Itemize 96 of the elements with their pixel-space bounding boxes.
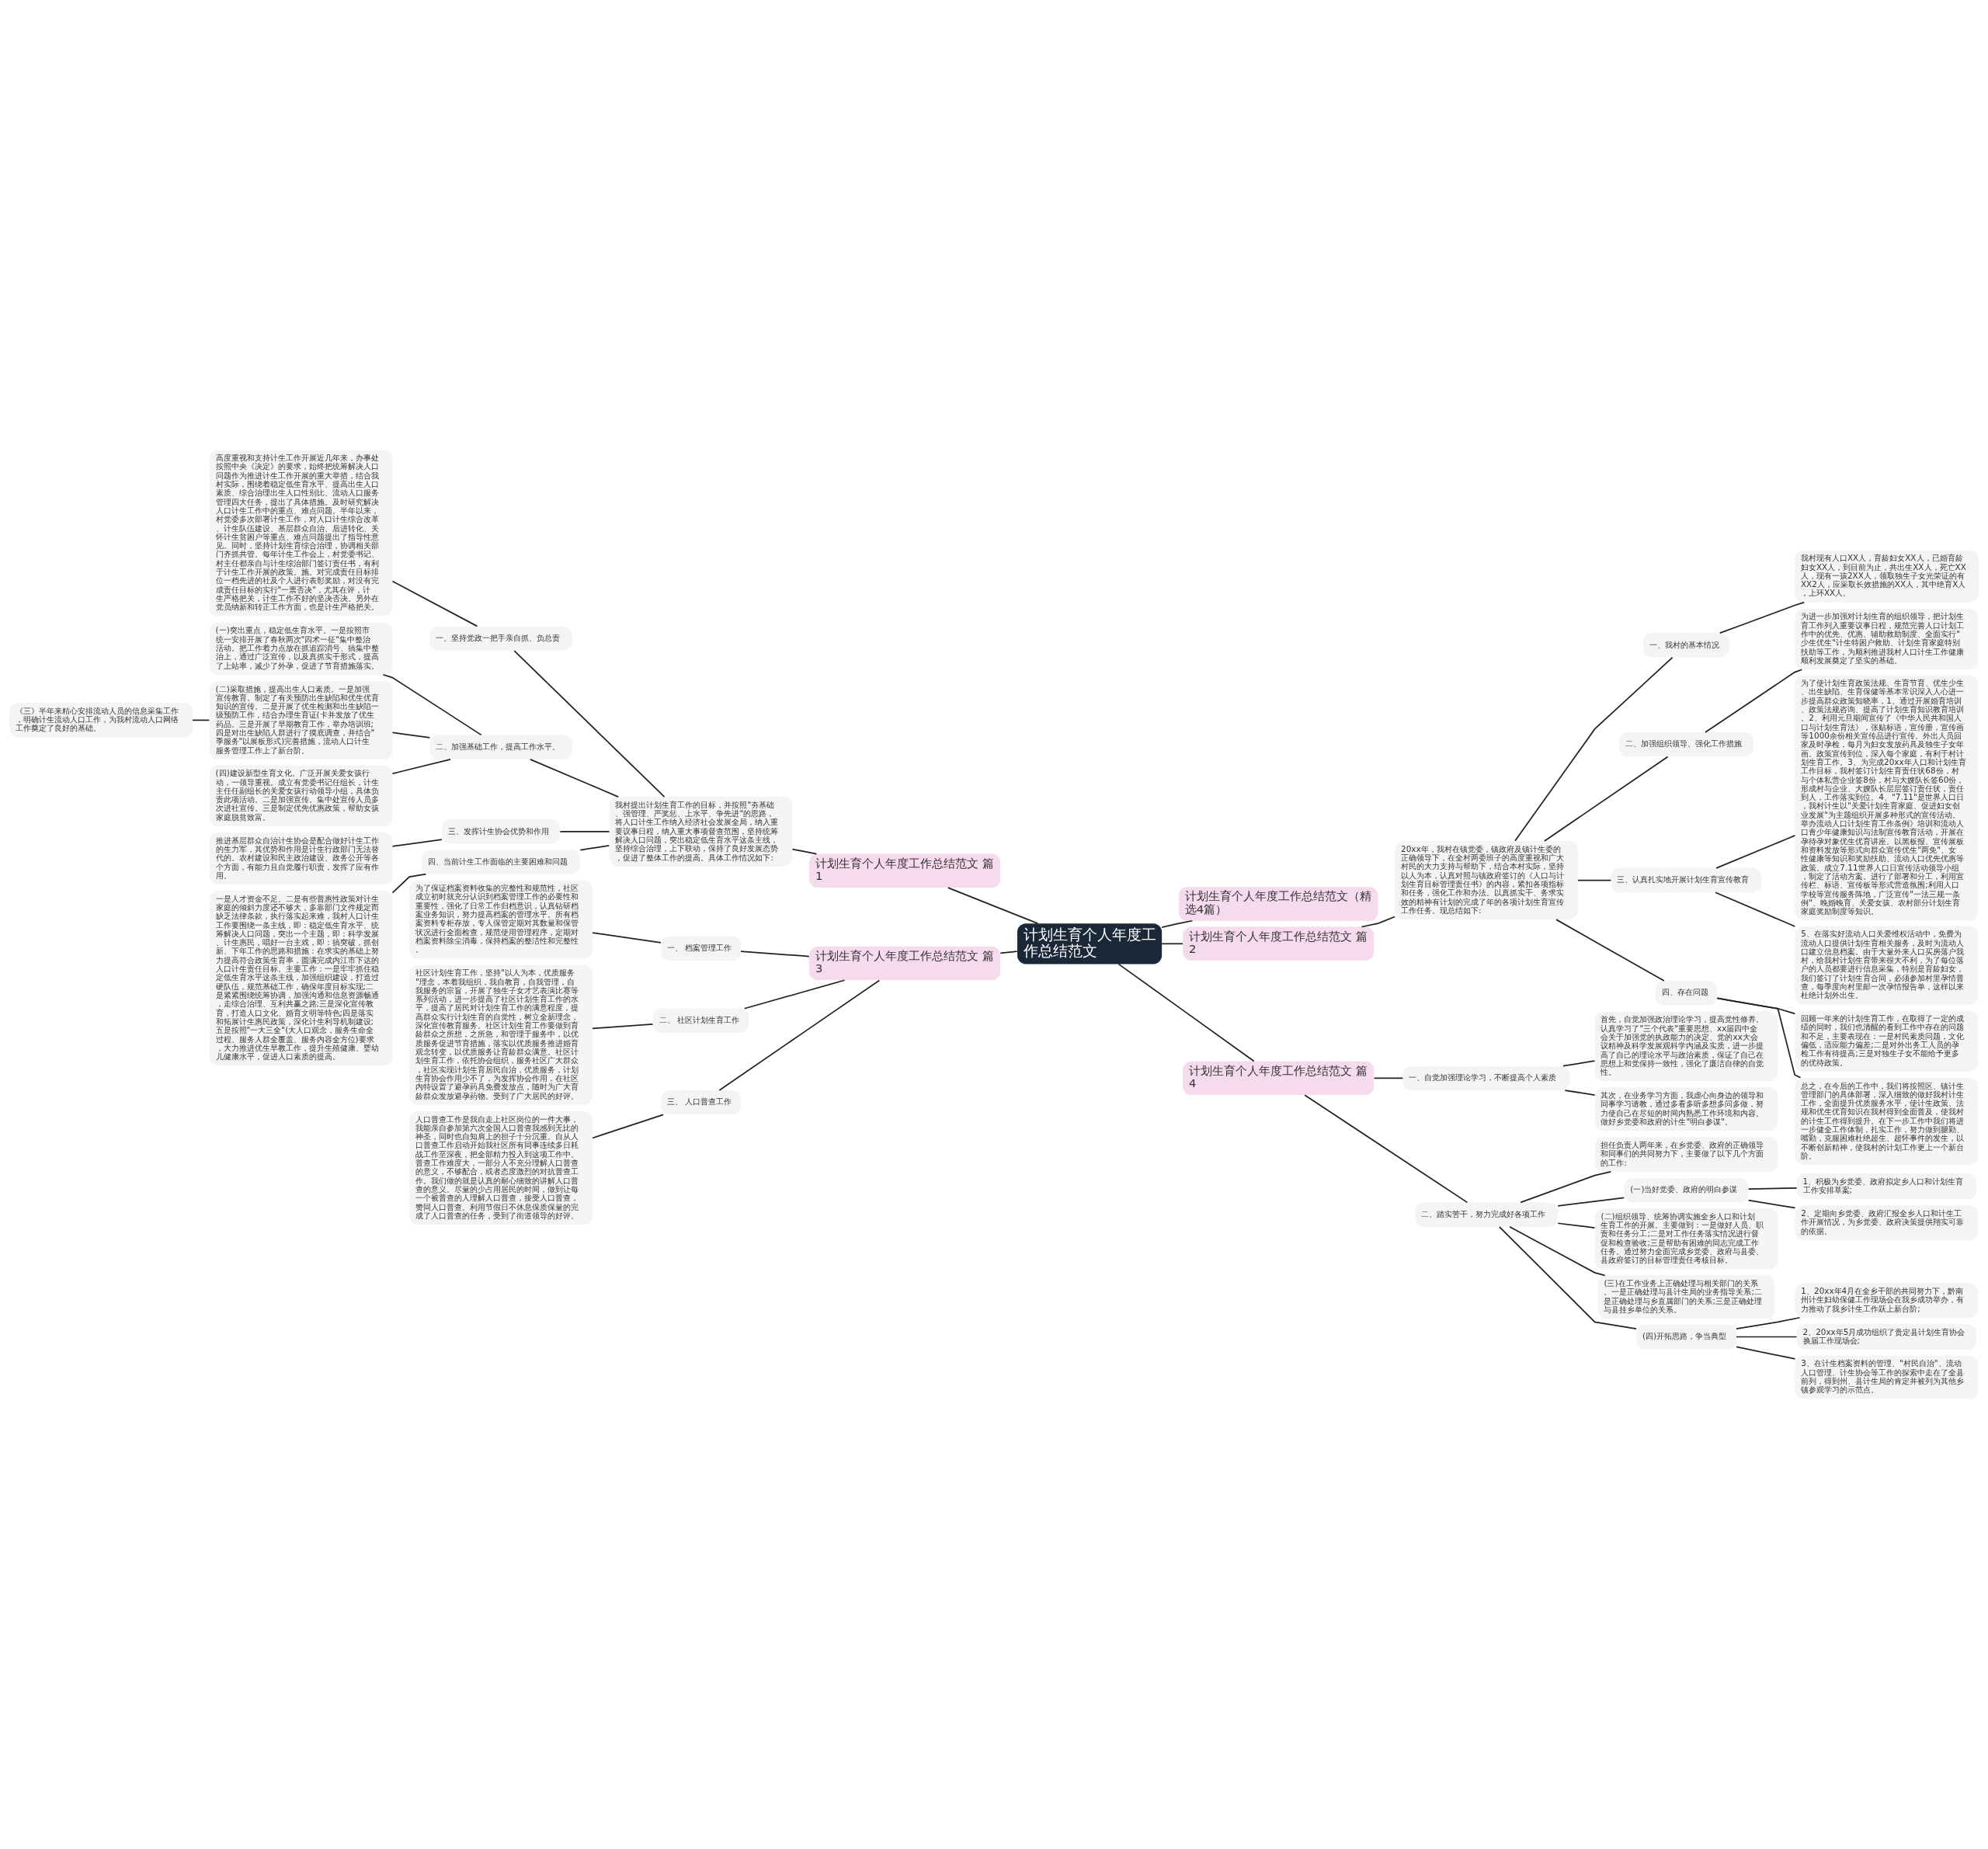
connector <box>1361 916 1395 928</box>
connector <box>1719 601 1806 634</box>
node-box: (四)建设新型生育文化。广泛开展关爱女孩行动，一领导重视。成立有党委书记任组长，计生主任任副组长的关爱女孩行动领导小组，具体负责此项活动。二是加强宣传。集中处宣传人员多次进社宣传。三是制定优先优惠政策，帮助女孩家庭脱贫致富。 <box>209 765 393 826</box>
node-box: 人口普查工作是我自走上社区岗位的一件大事，我能亲自参加第六次全国人口普查我感到无比的神圣，同时也自知肩上的担子十分沉重。自从人口普查工作启动开始我社区所有同事连续多日耗战工作至深夜，把全部精力投入到这项工作中。普查工作难度大，一部分人不充分理解人口普查的意义，不够配合，或者态度激烈的对抗普查工作。我们做的就是认真的耐心细致的讲解人口普查的意义。尽量的少占用居民的时间，做到让每一个被普查的人理解人口普查，接受人口普查，赞同人口普查。利用节假日不休息保质保量的完成了人口普查的任务，受到了街道领导的好评。 <box>409 1111 593 1225</box>
connector <box>391 580 478 627</box>
node-box: 二、踏实苦干，努力完成好各项工作 <box>1415 1202 1558 1227</box>
node-box: (三)在工作业务上正确处理与相关部门的关系。一是正确处理与县计生局的业务指导关系;二是正确处理与乡直属部门的关系;三是正确处理与县挂乡单位的关系。 <box>1597 1275 1775 1319</box>
connector <box>391 839 443 847</box>
connector <box>740 951 810 958</box>
node-box: 3、在计生档案资料的管理、"村民自治"、流动人口管理、计生协会等工作的探索中走在了全县前列，得到州、县计生局的肯定并被列为其他乡镇参观学习的示范点。 <box>1795 1355 1979 1399</box>
node-box: 计划生育个人年度工作总结范文 篇3 <box>809 946 1001 981</box>
node-box: 首先，自觉加强政治理论学习，提高党性修养。认真学习了"三个代表"重要思想、xx届四中全会关于加强党的执政能力的决定、党的xx大会议精神及科学发展观科学内涵及实质，进一步提高了自己的理论水平与政治素质，保证了自己在思想上和党保持一致性，强化了廉洁自律的自觉性。 <box>1594 1011 1778 1082</box>
connector <box>1557 1222 1596 1229</box>
connector <box>1562 1060 1596 1067</box>
node-box: 一、坚持党政一把手亲自抓、负总责 <box>429 626 572 651</box>
node-box: 为了使计划生育政策法规、生育节育、优生少生、出生缺陷、生育保健等基本常识深入人心进一步提高群众政策知晓率，1、通过开展婚育培训、政策法规咨询、提高了计划生育知识教育培训。2、利用元旦期间宣传了《中华人民共和国人口与计划生育法》，张贴标语，宣传册，宣传画等1000余份相关宣传品进行宣传。外出人员回家及时孕检，每月为妇女发放药具及独生子女年画。政策宣传到位，深入每个家庭，有利于村计划生育工作。3、为完成20xx年人口和计划生育工作目标，我村签订计划生育责任状68份，村与个体私营企业签8份，村与大嫂队长签60份，形成村与企业、大嫂队长层层签订责任状，责任到人，工作落实到位。4、"7.11"是世界人口日，我村计生以"关爱计划生育家庭、促进妇女创业发展"为主题组织开展多种形式的宣传活动。举办流动人口计划生育工作条例》培训和流动人口青少年健康知识与法制宣传教育活动，开展在孕待孕对象优生优育讲座。以黑板报、宣传展板和资料发放等形式向群众宣传优生"两免"、女性健康等知识和奖励扶助、流动人口优先优惠等政策。成立7.11世界人口日宣传活动领导小组，制定了活动方案。进行了部署和分工，利用宣传栏、标语、宣传板等形式营造氛围;利用人口学校等宣传服务阵地，广泛宣传"一法三规一条例"、晚婚晚育、关爱女孩、农村部分计划生育家庭奖励制度等知识。 <box>1795 675 1979 921</box>
node-box: 一是人才资金不足。二是有些普惠性政策对计生家庭的倾斜力度还不够大，多靠部门文件规定而缺乏法律条款，执行落实起来难，我村人口计生工作要围绕一条主线，即：稳定低生育水平、统筹解决人口问题，突出一个主题，即：科学发展、计生惠民，唱好一台主戏，即：搞突破，抓创新、下年工作的思路和措施：在求实的基础上努力提高符合政策生育率，圆满完成内江市下达的人口计生责任目标。主要工作：一是牢牢抓住稳定低生育水平这条主线，加强组织建设，打造过硬队伍，规范基础工作，确保年度目标实现;二是紧紧围绕统筹协调，加强沟通和信息资源畅通，走综合治理、互利共赢之路;三是深化宣传教育，打造人口文化、婚育文明等特色;四是落实和拓展计生惠民政策，深化计生利导机制建设;五是按照"一大三全"(大人口观念，服务生命全过程、服务人群全覆盖、服务内容全方位)要求，大力推进优生早教工作，提升生殖健康、婴幼儿健康水平，促进人口素质的提高。 <box>209 891 393 1066</box>
node-box: 三、 人口普查工作 <box>661 1090 741 1115</box>
connector <box>1747 1187 1798 1190</box>
connector <box>1564 1090 1596 1096</box>
node-box: 计划生育个人年度工作总结范文（精选4篇） <box>1178 887 1378 921</box>
node-box: 20xx年，我村在镇党委，镇政府及镇计生委的正确领导下，在全村两委班子的高度重视和广大村民的大力支持与帮助下，结合本村实际，坚持以人为本，认真对照与镇政府签订的《人口与计划生育目标管理责任书》的内容，紧扣各项指标和任务，强化工作和办法。以真抓实干、务求实效的精神有计划的完成了年的各项计划生育宣传工作任务。现总结如下: <box>1395 841 1578 919</box>
node-box: 计划生育个人年度工作总结范文 <box>1017 923 1163 964</box>
connector <box>579 845 610 851</box>
connector <box>1304 1094 1468 1204</box>
connector <box>391 732 431 739</box>
node-box: 四、当前计生工作面临的主要困难和问题 <box>421 850 581 874</box>
node-box: 2、20xx年5月成功组织了贵定县计划生育协会换届工作现场会; <box>1796 1324 1977 1350</box>
connector <box>1715 891 1796 927</box>
connector <box>1715 835 1796 869</box>
node-box: 一、 档案管理工作 <box>661 936 741 961</box>
node-box: 我村提出计划生育工作的目标，并按照"夯基础、强管理、严奖惩、上水平、争先进"的思路，将人口计生工作纳入经济社会发展全局，纳入重要议事日程，纳入重大事项督查范围，坚持统筹解决人口问题，突出稳定低生育水平这条主线，坚持综合治理，上下联动，保持了良好发展态势，促进了整体工作的提高。具体工作情况如下: <box>609 797 793 867</box>
connector <box>791 848 818 855</box>
node-box: (二)采取措施，提高出生人口素质。一是加强宣传教育。制定了有关预防出生缺陷和优生优育知识的宣传。二是开展了优生检测和出生缺陷一级预防工作，结合办理生育证(卡并发放了优生药品。三是开展了早期教育工作，举办培训班;四是对出生缺陷人群进行了摸底调查，并结合"季服务"以展板形式)完善措施，流动人口计生服务管理工作上了新台阶。 <box>209 680 393 759</box>
node-box: (一)突出重点，稳定低生育水平。一是按照市统一安排开展了春秋两次"四术一征"集中整治活动。把工作着力点放在抓追踪消号、搞集中整治上，通过广泛宣传，以及真抓实干形式，提高了上站率，减少了外孕，促进了节育措施落实。 <box>209 622 393 675</box>
connector <box>513 650 666 798</box>
connector <box>947 887 1039 924</box>
node-box: 为进一步加强对计划生育的组织领导，把计划生育工作列入重要议事日程，规范完善人口计划工作中的优先、优惠、辅助救助制度、全面实行"少生优生"计生特困户救助、计划生育家庭特别扶助等工作，为顺利推进我村人口计生工作健康顺利发展奠定了坚实的基础。 <box>1795 608 1979 670</box>
node-box: 三、认真扎实地开展计划生育宣传教育 <box>1611 867 1762 893</box>
connector <box>718 979 881 1091</box>
node-box: 一、我村的基本情况 <box>1643 633 1729 658</box>
connector <box>1705 669 1803 733</box>
connector <box>1161 943 1183 945</box>
connector <box>1509 1225 1606 1277</box>
connector <box>1577 879 1612 881</box>
connector <box>1499 1226 1637 1329</box>
connector <box>743 979 846 1010</box>
connector <box>391 759 451 775</box>
node-box: 二、加强基础工作，提高工作水平。 <box>429 735 572 759</box>
node-box: (一)当好党委、政府的明白参谋 <box>1624 1178 1749 1203</box>
node-box: 为了保证档案资料收集的完整性和规范性，社区成立初时就充分认识到档案管理工作的必要性和重要性，强化了日常工作归档意识，认真钻研档案业务知识，努力提高档案的管理水平。所有档案资料专柜存放，专人保管定期对其数量和保管状况进行全面检查，规范使用管理程序，定期对档案资料除尘消毒，保持档案的整洁性和完整性。 <box>409 880 593 959</box>
connector <box>1736 1336 1798 1338</box>
connector <box>559 831 610 832</box>
node-box: 总之，在今后的工作中，我们将按照区、镇计生管理部门的具体部署，深入细致的做好我村计生工作，全面提升优质服务水平，使计生政策、法规和优生优育知识在我村得到全面普及，使我村的计生工作得到提升。在下一步工作中我们将进一步健全工作体制，扎实工作，努力做到腿勤、嘴勤，克服困难杜绝超生、超怀事件的发生，以不断创新精神，使我村的计划工作更上一个新台阶。 <box>1795 1077 1979 1166</box>
connector <box>529 759 620 798</box>
node-box: (四)开拓思路，争当典型 <box>1636 1324 1736 1350</box>
connector <box>1736 1346 1796 1360</box>
connector <box>1117 963 1255 1062</box>
connector <box>1544 756 1669 842</box>
connector <box>391 873 427 894</box>
connector <box>1520 1171 1612 1204</box>
connector <box>382 673 482 736</box>
node-box: 1、积极为乡党委、政府拟定乡人口和计划生育工作安排草案; <box>1796 1173 1977 1200</box>
node-box: (二)组织领导、统筹协调实施全乡人口和计划生育工作的开展。主要做到：一是做好人员、职责和任务分工;二是对工作任务落实情况进行督促和检查验收;三是帮助有困难的同志完成工作任务。通过努力全面完成乡党委、政府与县委、县政府签订的目标管理责任考核目标。 <box>1594 1208 1778 1270</box>
node-box: 计划生育个人年度工作总结范文 篇4 <box>1183 1061 1375 1096</box>
connector <box>1514 656 1673 842</box>
node-box: 计划生育个人年度工作总结范文 篇1 <box>809 853 1001 888</box>
node-box: 推进基层群众自治计生协会是配合做好计生工作的生力军，其优势和作用是计生行政部门无法替代的。农村建设和民主政治建设、政务公开等各个方面，有能力且自觉履行职责，发挥了应有作用。 <box>209 832 393 885</box>
node-box: 我村现有人口XX人，育龄妇女XX人，已婚育龄妇女XX人，到目前为止，共出生XX人，死亡XX人，现有一孩2XX人，领取独生子女光荣证的有XX2人，应采取长效措施的XX人，其中绝育X人，上环XX人。 <box>1795 550 1979 603</box>
node-box: 四、存在问题 <box>1655 981 1718 1006</box>
node-box: 5、在落实好流动人口关爱维权活动中，免费为流动人口提供计划生育相关服务，及时为流动人口建立信息档案。由于大量外来人口买房落户我村，给我村计划生育带来很大不利，为了每位落户的人员都要进行信息采集，特别是育龄妇女，我们签订了计划生育合同，必须参加村里孕情普查，每季度向村里邮一次孕情报告单，这样以来杜绝计划外出生。 <box>1795 926 1979 1005</box>
connector <box>1161 919 1194 929</box>
node-box: 二、 社区计划生育工作 <box>652 1008 749 1034</box>
node-box: 1、20xx年4月在全乡干部的共同努力下，黔南州计生妇幼保健工作现场会在我乡成功举办，有力推动了我乡计生工作跃上新台阶; <box>1795 1283 1979 1318</box>
node-box: 其次，在业务学习方面，我虚心向身边的领导和同事学习请教，通过多看多听多想多问多做，努力使自己在尽短的时间内熟悉工作环境和内容。做好乡党委和政府的计生"明白参谋"。 <box>1594 1087 1778 1131</box>
node-box: 回顾一年来的计划生育工作，在取得了一定的成绩的同时，我们也清醒的看到工作中存在的问题和不足，主要表现在：一是村民素质问题，文化偏低，适应能力偏差;二是对外出务工人员的孕检工作有待提高;三是对独生子女不能给予更多的优待政策。 <box>1795 1010 1979 1072</box>
connector <box>1736 1316 1801 1329</box>
connector <box>1557 1197 1625 1207</box>
node-box: 《三》半年来精心安排流动人员的信息采集工作，明确计生流动人口工作，为我村流动人口网络工作奠定了良好的基础。 <box>9 703 193 738</box>
connector <box>592 932 662 944</box>
connector <box>1747 1199 1796 1209</box>
connector <box>1555 919 1665 982</box>
connector <box>1373 1077 1404 1079</box>
node-box: 三、发挥计生协会优势和作用 <box>441 819 561 844</box>
node-box: 高度重视和支持计生工作开展近几年来，办事处按照中央《决定》的要求，始终把统筹解决人口问题作为推进计生工作开展的重大举措，结合我村实际，围绕着稳定低生育水平、提高出生人口素质、综合治理出生人口性别比、流动人口服务管理四大任务，提出了具体措施。及时研究解决人口计生工作中的重点、难点问题。半年以来，村党委多次部署计生工作，对人口计生综合改革、计生队伍建设、基层群众自治、后进转化、关怀计生贫困户等重点、难点问题提出了指导性意见。同时，坚持计划生育综合治理，协调相关部门齐抓共管。每年计生工作会上，村党委书记、村主任都亲自与计生综治部门签订责任书，有利于计生工作开展的政策。施。对完成责任目标排位一档先进的社及个人进行表彰奖励，对没有完成责任目标的实行"一票否决"，尤其在评，计生严格把关，计生工作不好的坚决否决。另外在党员纳新和转正工作方面，也是计生严格把关。 <box>209 450 393 617</box>
connector <box>999 951 1018 954</box>
node-box: 二、加强组织领导、强化工作措施 <box>1619 732 1754 757</box>
node-box: 计划生育个人年度工作总结范文 篇2 <box>1183 926 1375 961</box>
node-box: 2、定期向乡党委、政府汇报全乡人口和计生工作开展情况，为乡党委、政府决策提供翔实可靠的依据。 <box>1795 1205 1979 1240</box>
connector <box>592 1114 664 1139</box>
node-box: 社区计划生育工作，坚持"以人为本，优质服务"理念，本着我组织，我自教育，自我管理，自我服务的宗旨，开展了独生子女才艺表演比赛等系列活动，进一步提高了社区计划生育工作的水平，提高了居民对计划生育工作的满意程度，提高群众实行计划生育的自觉性，树立全新理念，深化宣传教育服务。社区计划生育工作要做到育龄群众之所想，之所急，和管理于服务中，以优质服务促进节育措施，落实以优质服务推进婚育观念转变，以优质服务让育龄群众满意。社区计划生育工作，依托协会组织，服务社区广大群众，社区实现计划生育居民自治，优质服务，计划生育协会作用少不了，为发挥协会作用，在社区内特设置了避孕药具免费发放点，随时为广大育龄群众发放避孕药物。受到了广大居民的好评。 <box>409 964 593 1105</box>
connector <box>592 1023 654 1030</box>
connector <box>1716 997 1802 1079</box>
connector <box>192 719 210 721</box>
node-box: 担任负责人两年来，在乡党委、政府的正确领导和同事们的共同努力下，主要做了以下几个方面的工作: <box>1594 1137 1778 1172</box>
node-box: 一、自觉加强理论学习，不断提高个人素质 <box>1402 1065 1570 1091</box>
